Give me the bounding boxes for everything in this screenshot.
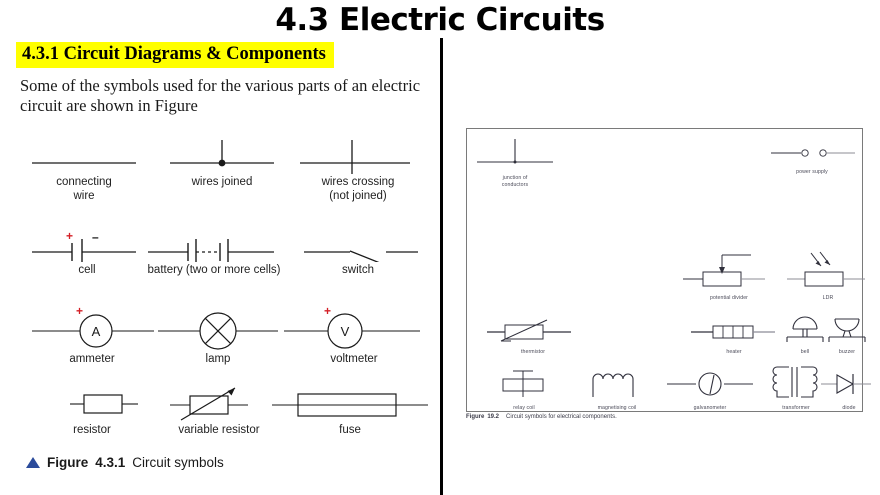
figure-caption-text: Circuit symbols bbox=[132, 455, 224, 470]
rsymbol-label: thermistor bbox=[520, 349, 546, 355]
rsymbol-label: power supply bbox=[796, 169, 828, 175]
symbol-label: voltmeter bbox=[330, 353, 378, 365]
symbol-label: resistor bbox=[73, 424, 111, 436]
symbol-wires-joined: wires joined bbox=[156, 138, 288, 190]
symbol-label: switch bbox=[342, 264, 374, 276]
symbol-label: cell bbox=[78, 264, 96, 276]
symbol-cell: + – cell bbox=[24, 230, 150, 278]
right-figure-caption-label: Figure bbox=[466, 414, 485, 420]
symbol-fuse: fuse bbox=[270, 386, 430, 438]
rsymbol-heater: heater bbox=[689, 317, 779, 356]
vertical-divider bbox=[440, 38, 443, 495]
rsymbol-label: buzzer bbox=[838, 349, 856, 355]
resistor-icon bbox=[26, 386, 158, 422]
symbol-label: ammeter bbox=[69, 353, 115, 365]
rsymbol-transformer: transformer bbox=[761, 365, 831, 412]
rsymbol-junction-of-conductors: junction of conductors bbox=[473, 137, 557, 188]
symbol-resistor: resistor bbox=[26, 386, 158, 438]
rsymbol-ldr: LDR bbox=[785, 247, 871, 302]
variable-resistor-icon bbox=[148, 386, 290, 422]
symbol-label: wires joined bbox=[191, 176, 253, 188]
textbook-figure-panel: junction of conductors power supply bbox=[466, 128, 871, 412]
junction-of-conductors-icon bbox=[477, 139, 553, 164]
symbol-label: fuse bbox=[339, 424, 361, 436]
triangle-icon bbox=[26, 457, 40, 468]
rsymbol-galvanometer: galvanometer bbox=[665, 367, 755, 412]
right-figure-caption-text: Circuit symbols for electrical component… bbox=[506, 414, 617, 420]
rsymbol-label: potential divider bbox=[709, 295, 749, 301]
ammeter-plus-sign: + bbox=[76, 304, 84, 318]
symbol-ammeter: + A ammeter bbox=[26, 305, 158, 367]
rsymbol-label: diode bbox=[842, 405, 856, 411]
symbol-label: variable resistor bbox=[178, 424, 260, 436]
voltmeter-plus-sign: + bbox=[324, 304, 332, 318]
diode-icon bbox=[821, 374, 871, 394]
battery-icon bbox=[134, 230, 294, 265]
thermistor-icon bbox=[487, 319, 571, 342]
heater-icon bbox=[691, 325, 775, 339]
cell-minus-sign: – bbox=[92, 230, 99, 244]
rsymbol-label: junction of conductors bbox=[501, 175, 529, 188]
rsymbol-diode: diode bbox=[819, 369, 879, 412]
figure-caption-prefix: Figure bbox=[47, 455, 89, 470]
svg-text:V: V bbox=[341, 324, 350, 339]
fuse-icon bbox=[270, 386, 430, 422]
connecting-wire-icon bbox=[18, 138, 150, 174]
rsymbol-label: LDR bbox=[822, 295, 834, 301]
transformer-icon bbox=[772, 366, 818, 398]
symbol-connecting-wire: connecting wire bbox=[18, 138, 150, 203]
rsymbol-buzzer: buzzer bbox=[825, 311, 869, 356]
circuit-symbol-grid: connecting wire wires joined wires cross… bbox=[18, 138, 430, 448]
ldr-icon bbox=[787, 251, 865, 287]
symbol-variable-resistor: variable resistor bbox=[148, 386, 290, 438]
magnetising-coil-icon bbox=[592, 373, 634, 397]
right-figure-caption-number: 19.2 bbox=[487, 414, 500, 420]
page-title: 4.3 Electric Circuits bbox=[275, 2, 605, 38]
rsymbol-power-supply: power supply bbox=[767, 143, 857, 176]
rsymbol-magnetising-coil: magnetising coil bbox=[575, 367, 659, 412]
symbol-battery: battery (two or more cells) bbox=[134, 230, 294, 278]
figure-caption: Figure 4.3.1 Circuit symbols bbox=[26, 455, 224, 470]
rsymbol-label: galvanometer bbox=[693, 405, 727, 411]
figure-caption-number: 4.3.1 bbox=[95, 455, 126, 470]
symbol-lamp: lamp bbox=[148, 305, 288, 367]
intro-paragraph: Some of the symbols used for the various… bbox=[20, 76, 421, 116]
rsymbol-label: bell bbox=[800, 349, 810, 355]
symbol-switch: switch bbox=[288, 230, 428, 278]
switch-icon bbox=[288, 230, 428, 264]
rsymbol-relay-coil: relay coil bbox=[487, 369, 561, 412]
rsymbol-label: heater bbox=[726, 349, 742, 355]
symbol-label: lamp bbox=[205, 353, 231, 365]
svg-text:A: A bbox=[92, 324, 101, 339]
relay-coil-icon bbox=[502, 370, 544, 397]
voltmeter-icon: + V bbox=[280, 305, 428, 351]
ammeter-icon: + A bbox=[26, 305, 158, 351]
galvanometer-icon bbox=[667, 372, 753, 396]
symbol-label: wires crossing (not joined) bbox=[321, 176, 395, 202]
rsymbol-potential-divider: potential divider bbox=[679, 247, 779, 302]
buzzer-icon bbox=[828, 318, 866, 342]
symbol-voltmeter: + V voltmeter bbox=[280, 305, 428, 367]
bell-icon bbox=[786, 316, 824, 342]
section-heading: 4.3.1 Circuit Diagrams & Components bbox=[16, 42, 334, 68]
rsymbol-label: transformer bbox=[782, 405, 810, 411]
symbol-label: connecting wire bbox=[56, 176, 112, 202]
power-supply-icon bbox=[771, 149, 855, 157]
symbol-label: battery (two or more cells) bbox=[147, 264, 281, 276]
lamp-icon bbox=[148, 305, 288, 351]
rsymbol-thermistor: thermistor bbox=[485, 317, 581, 356]
rsymbol-label: relay coil bbox=[513, 405, 535, 411]
potential-divider-icon bbox=[683, 254, 765, 287]
rsymbol-label: magnetising coil bbox=[597, 405, 637, 411]
cell-icon: + – bbox=[24, 230, 150, 262]
wires-joined-icon bbox=[156, 138, 288, 174]
symbol-wires-crossing: wires crossing (not joined) bbox=[290, 138, 426, 203]
cell-plus-sign: + bbox=[66, 229, 74, 243]
rsymbol-bell: bell bbox=[783, 311, 827, 356]
wires-crossing-icon bbox=[290, 138, 426, 174]
